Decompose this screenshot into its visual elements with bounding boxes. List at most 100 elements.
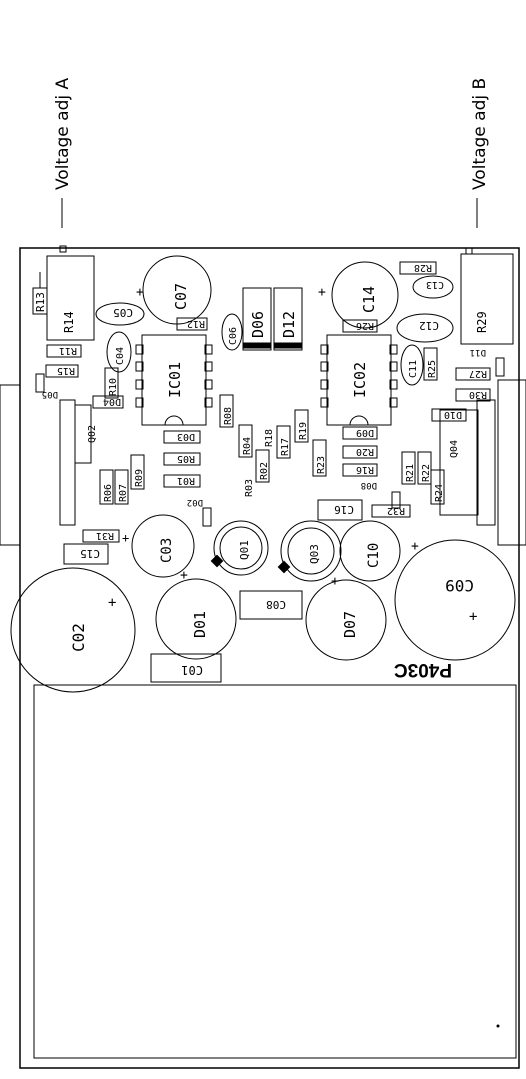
capacitor-c10	[339, 520, 401, 582]
transistor-q01-outer	[213, 520, 269, 576]
r21-label: R21	[405, 464, 416, 482]
resistor-r04	[238, 424, 253, 458]
c13-label: C13	[426, 279, 444, 290]
resistor-r07	[114, 469, 129, 505]
r31-plus: +	[122, 531, 129, 545]
c01-label: C01	[181, 663, 203, 677]
voltage-adj-a-label: Voltage adj A	[53, 77, 73, 190]
resistor-r06	[99, 469, 114, 505]
d03-label: D03	[177, 431, 195, 442]
diode-d11-body	[495, 357, 505, 377]
d01-plus: +	[180, 568, 188, 583]
c06-label: C06	[228, 327, 239, 345]
d08-label: D08	[361, 480, 377, 490]
reference-dot	[496, 1024, 500, 1028]
c02-label: C02	[69, 623, 88, 652]
d09-label: D09	[356, 427, 374, 438]
ic01-pin	[204, 379, 213, 390]
r04-label: R04	[242, 437, 253, 455]
q04-label: Q04	[449, 440, 460, 458]
diode-d04	[92, 395, 124, 409]
r06-label: R06	[103, 484, 114, 502]
r18-label: R18	[264, 429, 275, 447]
ic02-pin	[320, 361, 329, 372]
c09-plus: +	[469, 609, 477, 625]
c14-plus: +	[318, 285, 326, 300]
r07-label: R07	[118, 484, 129, 502]
r26-label: R26	[356, 320, 374, 331]
r25-label: R25	[427, 360, 438, 378]
d12-label: D12	[280, 311, 298, 338]
diode-d05-body	[35, 373, 45, 393]
c12-label: C12	[419, 319, 439, 332]
resistor-r24	[430, 469, 445, 505]
left-edge-tab	[0, 384, 21, 546]
r13-label: R13	[34, 292, 47, 312]
d10-label: D10	[444, 409, 462, 420]
lower-panel-area	[33, 684, 517, 1059]
ic02-pin	[320, 344, 329, 355]
diode-d06-band	[242, 342, 272, 349]
ic01-pin	[135, 361, 144, 372]
diode-d02-body	[202, 507, 212, 527]
capacitor-c15	[63, 543, 109, 565]
c02-plus: +	[108, 595, 116, 611]
q01-key	[210, 554, 224, 568]
r01-label: R01	[177, 475, 195, 486]
resistor-r02	[255, 449, 270, 483]
d02-label: D02	[187, 497, 203, 507]
capacitor-c06	[221, 313, 243, 351]
r20-label: R20	[356, 446, 374, 457]
resistor-r26	[342, 319, 378, 333]
ic01-pin	[204, 361, 213, 372]
resistor-r11	[46, 344, 82, 358]
r12-label: R12	[187, 318, 205, 329]
r27-label: R27	[469, 368, 487, 379]
resistor-r09	[130, 454, 145, 490]
trimmer-r14-pin	[59, 245, 67, 253]
ic01-pin	[204, 397, 213, 408]
resistor-r21	[401, 451, 416, 485]
r30-label: R30	[469, 389, 487, 400]
r10-label: R10	[108, 378, 119, 396]
transistor-q03-outer	[280, 520, 342, 582]
transistor-q02	[74, 404, 92, 464]
right-edge-tab	[497, 379, 526, 546]
trimmer-r29-body	[460, 253, 514, 345]
board-outline	[19, 247, 520, 1069]
diode-d12	[273, 287, 303, 351]
annotation-voltage-adj-a: Voltage adj A	[53, 77, 73, 228]
capacitor-c13	[412, 275, 454, 299]
resistor-r05	[163, 452, 201, 466]
capacitor-c11	[400, 344, 424, 386]
capacitor-c09	[394, 539, 516, 661]
r17-label: R17	[280, 438, 291, 456]
annotation-voltage-adj-b: Voltage adj B	[470, 78, 490, 228]
resistor-r20	[342, 445, 378, 459]
transistor-q03-inner	[287, 527, 335, 575]
r28-label: R28	[414, 262, 432, 273]
resistor-r17	[276, 425, 291, 459]
resistor-r25	[423, 347, 438, 381]
q02-label: Q02	[87, 425, 98, 443]
r32-label: R32	[387, 505, 405, 516]
trimmer-r29-pin	[465, 247, 473, 255]
r19-label: R19	[298, 422, 309, 440]
left-connector-bracket	[59, 399, 76, 526]
capacitor-c08	[239, 590, 303, 620]
d01-label: D01	[191, 611, 209, 638]
capacitor-c16	[317, 499, 363, 521]
c11-label: C11	[408, 360, 419, 378]
r11-label: R11	[59, 345, 77, 356]
q03-label: Q03	[308, 544, 321, 564]
resistor-r23	[312, 439, 327, 477]
c04-label: C04	[115, 347, 126, 365]
voltage-adj-b-label: Voltage adj B	[470, 78, 490, 190]
resistor-r27	[455, 367, 491, 381]
right-connector-bracket	[476, 399, 496, 526]
r31-label: R31	[96, 530, 114, 541]
c07-plus: +	[136, 285, 144, 300]
ic01-pin	[135, 344, 144, 355]
d07-label: D07	[341, 611, 359, 638]
